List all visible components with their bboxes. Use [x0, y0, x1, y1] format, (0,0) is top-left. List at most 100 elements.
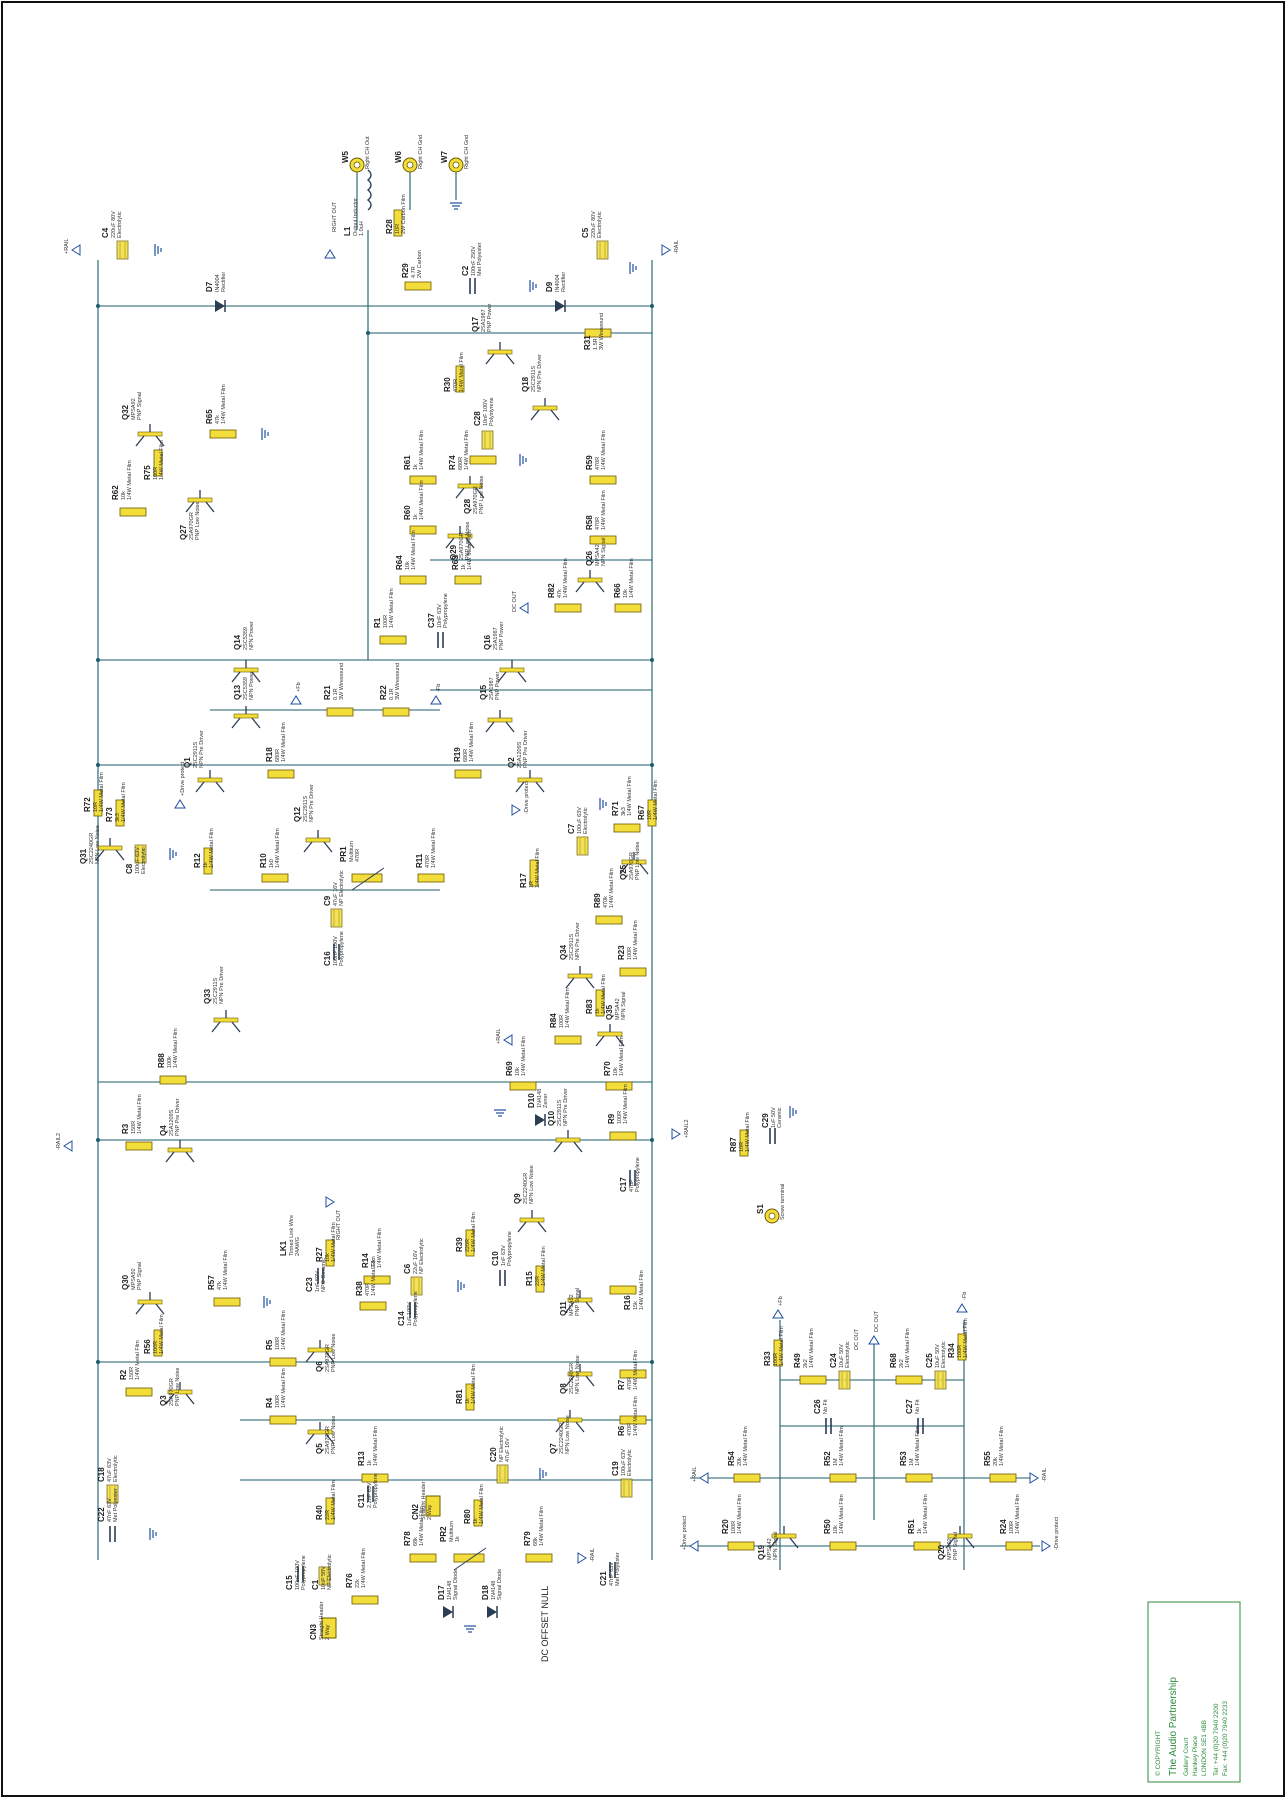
- r11-type-label: 1/4W Metal Film: [431, 828, 437, 868]
- c20-value-label: NP Electrolytic: [499, 1426, 505, 1462]
- r3-ref-label: R3: [121, 1123, 130, 1134]
- r62-value-label: 10k: [121, 491, 127, 500]
- r22-resistor: [382, 707, 410, 717]
- r28-ref-label: R28: [385, 219, 394, 234]
- c24-type-label: Electrolytic: [845, 1341, 851, 1368]
- r2-value-label: 150R: [129, 1367, 135, 1380]
- d7-value-label: IN4004: [215, 274, 221, 292]
- q18-value-label: 2SC2911S: [531, 365, 537, 392]
- r56-resistor: [153, 1329, 163, 1357]
- r79-type-label: 1/4W Metal Film: [539, 1506, 545, 1546]
- r56-type-label: 1/4W Metal Film: [159, 1314, 165, 1354]
- c1-value-label: 10uF 50V: [321, 1566, 327, 1590]
- r68-resistor: [895, 1375, 923, 1385]
- q13-base-bar: [233, 713, 259, 719]
- r39-type-label: 1/4W Metal Film: [471, 1212, 477, 1252]
- r50-type-label: 1/4W Metal Film: [839, 1494, 845, 1534]
- c11-value-label: 2.2nF 63V: [367, 1482, 373, 1508]
- r15-type-label: 1/4W Metal Film: [541, 1246, 547, 1286]
- q16-emitter: [517, 671, 527, 683]
- q19-value-label: MPSA42: [767, 1538, 773, 1560]
- q4-collector: [165, 1151, 175, 1163]
- q33-type-label: NPN Pre Driver: [219, 966, 225, 1004]
- q11-value-label: MPSA92: [569, 1294, 575, 1316]
- r59-value-label: 470R: [595, 457, 601, 470]
- r52-type-label: 1/4W Metal Film: [839, 1426, 845, 1466]
- pr1-value-label: Multiturn: [349, 841, 355, 862]
- r67-type-label: 1/4W Metal Film: [653, 780, 659, 820]
- rail-arrow-icon: [174, 799, 186, 809]
- r3-resistor: [125, 1141, 153, 1151]
- r39-value-label: 220R: [465, 1239, 471, 1252]
- r4-type-label: 1/4W Metal Film: [281, 1368, 287, 1408]
- d17-value-label: 1N4148: [447, 1581, 453, 1600]
- r1-value-label: 100R: [383, 615, 389, 628]
- r89-type-label: 1/4W Metal Film: [609, 868, 615, 908]
- copyright-line-2: Hankey Place: [1192, 1736, 1199, 1776]
- junction-dot: [96, 304, 100, 308]
- r73-ref-label: R73: [105, 807, 114, 822]
- r88-type-label: 1/4W Metal Film: [173, 1028, 179, 1068]
- r58-value-label: 470R: [595, 517, 601, 530]
- r65-type-label: 1/4W Metal Film: [221, 384, 227, 424]
- copyright-line-1: Gallery Court: [1183, 1738, 1190, 1776]
- c26-value-label: No Fit: [823, 1399, 829, 1414]
- r60-value-label: 1k: [413, 514, 419, 520]
- r19-resistor: [454, 769, 482, 779]
- q35-value-label: MPSA42: [615, 998, 621, 1020]
- r78-ref-label: R78: [403, 1531, 412, 1546]
- rail-arrow-icon: [63, 1140, 73, 1152]
- q16-value-label: 2SA1987: [493, 627, 499, 650]
- r55-value-label: 20k: [993, 1457, 999, 1466]
- copyright-company: The Audio Partnership: [1168, 1677, 1179, 1776]
- r71-ref-label: R71: [611, 801, 620, 816]
- r69-type-label: 1/4W Metal Film: [521, 1036, 527, 1076]
- r87-resistor: [739, 1129, 749, 1157]
- r34-value-label: 100R: [957, 1345, 963, 1358]
- q30-emitter: [155, 1303, 165, 1315]
- w7-desc-label: Right CH Gnd: [464, 135, 470, 169]
- q34-emitter: [585, 977, 595, 989]
- r34-resistor: [957, 1333, 967, 1361]
- r83-value-label: 1k: [595, 1008, 601, 1014]
- r70-type-label: 1/4W Metal Film: [619, 1036, 625, 1076]
- q32-base-bar: [137, 431, 163, 437]
- r75-resistor: [153, 449, 163, 477]
- r40-type-label: 1/4W Metal Film: [331, 1480, 337, 1520]
- r64-type-label: 1/4W Metal Film: [411, 530, 417, 570]
- c29-ref-label: C29: [761, 1113, 770, 1128]
- r59-type-label: 1/4W Metal Film: [601, 430, 607, 470]
- q34-ref-label: Q34: [559, 944, 568, 960]
- r14-value-label: 22k: [371, 1259, 377, 1268]
- r49-value-label: 2k2: [803, 1359, 809, 1368]
- r10-value-label: 1k0: [269, 859, 275, 868]
- q28-type-label: PNP Low Noise: [479, 476, 485, 514]
- d10-diode: [535, 1114, 545, 1126]
- c29-type-label: Ceramic: [777, 1107, 783, 1128]
- r63-type-label: 1/4W Metal Film: [467, 530, 473, 570]
- junction-dot: [96, 763, 100, 767]
- r18-ref-label: R18: [265, 747, 274, 762]
- q25-emitter: [639, 863, 649, 875]
- lk1-type-label: 24AWG: [295, 1237, 301, 1256]
- r65-resistor: [209, 429, 237, 439]
- r63-ref-label: R63: [451, 555, 460, 570]
- q8-ref-label: Q8: [559, 1383, 568, 1394]
- pr1-preset-icon: [351, 873, 383, 883]
- c8-type-label: Electrolytic: [141, 847, 147, 874]
- q28-collector: [455, 487, 465, 499]
- r81-value-label: 1k: [465, 1398, 471, 1404]
- dc-offset-null-note: DC OFFSET NULL: [540, 1586, 550, 1662]
- r14-type-label: 1/4W Metal Film: [377, 1228, 383, 1268]
- q26-emitter: [595, 581, 605, 593]
- r1-type-label: 1/4W Metal Film: [389, 588, 395, 628]
- cn2-header-icon: [425, 1495, 441, 1517]
- r70-ref-label: R70: [603, 1061, 612, 1076]
- r66-ref-label: R66: [613, 583, 622, 598]
- q7-value-label: 2SC2240GR: [559, 1423, 565, 1454]
- r18-type-label: 1/4W Metal Film: [281, 722, 287, 762]
- q12-ref-label: Q12: [293, 806, 302, 822]
- r13-value-label: 1k: [367, 1460, 373, 1466]
- r17-ref-label: R17: [519, 873, 528, 888]
